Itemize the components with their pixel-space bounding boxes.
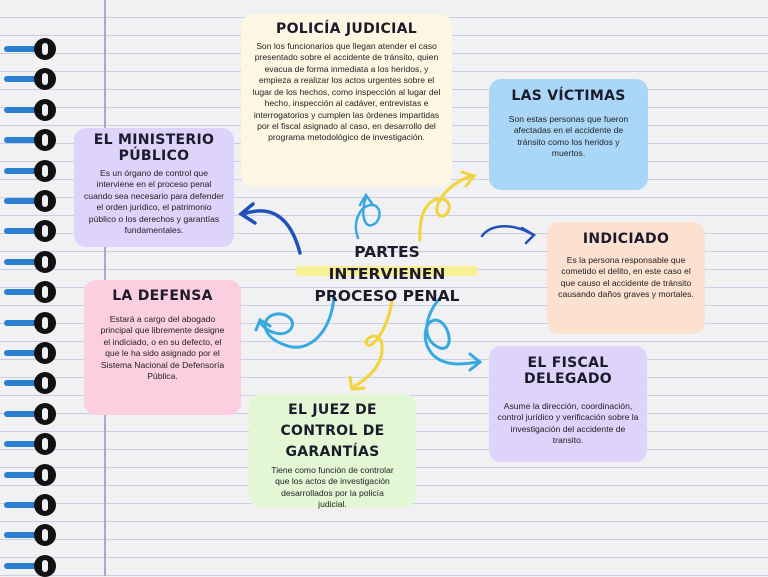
spiral-ring	[4, 159, 56, 182]
spiral-ring	[4, 281, 56, 304]
node-juez-control-garantias: EL JUEZ DE CONTROL DE GARANTÍAS Tiene co…	[249, 394, 416, 510]
node-title: LA DEFENSA	[112, 288, 213, 304]
spiral-ring	[4, 311, 56, 334]
node-title: EL FISCAL DELEGADO	[524, 355, 612, 387]
spiral-ring	[4, 129, 56, 152]
arrow-to-ministerio	[238, 202, 302, 255]
spiral-ring	[4, 250, 56, 273]
spiral-ring	[4, 463, 56, 486]
spiral-ring	[4, 433, 56, 456]
node-indiciado: INDICIADO Es la persona responsable que …	[547, 222, 705, 334]
arrow-to-fiscal	[423, 296, 483, 372]
central-topic: PARTES INTERVIENEN PROCESO PENAL	[296, 241, 478, 307]
spiral-ring	[4, 372, 56, 395]
node-text: Son estas personas que fueron afectadas …	[508, 114, 629, 159]
arrow-to-defensa	[254, 294, 336, 349]
spiral-ring	[4, 494, 56, 516]
node-fiscal-delegado: EL FISCAL DELEGADO Asume la dirección, c…	[489, 346, 647, 462]
node-title: INDICIADO	[582, 231, 670, 247]
arrow-to-juez	[348, 298, 394, 391]
spiral-ring	[4, 220, 56, 243]
spiral-ring	[4, 190, 56, 212]
node-la-defensa: LA DEFENSA Estará a cargo del abogado pr…	[84, 280, 241, 415]
arrow-to-victimas	[418, 170, 477, 242]
node-title: LAS VÍCTIMAS	[511, 88, 626, 104]
node-las-victimas: LAS VÍCTIMAS Son estas personas que fuer…	[489, 79, 648, 190]
title-highlight	[296, 266, 478, 276]
node-text: Estará a cargo del abogado principal que…	[100, 314, 225, 382]
arrow-to-policia	[354, 192, 381, 240]
node-text: Es un órgano de control que interviene e…	[84, 168, 224, 236]
node-ministerio-publico: EL MINISTERIO PÚBLICO Es un órgano de co…	[74, 128, 234, 247]
central-title-line-1: PARTES INTERVIENEN	[328, 243, 446, 283]
node-title: EL JUEZ DE CONTROL DE GARANTÍAS	[280, 402, 385, 460]
node-text: Tiene como función de controlar que los …	[271, 465, 394, 510]
arrow-to-indiciado	[480, 225, 537, 245]
central-title-line-2: PROCESO PENAL	[314, 287, 460, 305]
spiral-ring	[4, 68, 56, 91]
node-policia-judicial: POLICÍA JUDICIAL Son los funcionarios qu…	[241, 14, 452, 187]
notebook-spiral-binding	[0, 0, 60, 577]
node-text: Asume la dirección, coordinación, contro…	[497, 401, 639, 446]
spiral-ring	[4, 402, 56, 425]
node-title: POLICÍA JUDICIAL	[276, 21, 417, 37]
node-title: EL MINISTERIO PÚBLICO	[93, 132, 215, 164]
spiral-ring	[4, 342, 56, 364]
spiral-ring	[4, 554, 56, 577]
spiral-ring	[4, 524, 56, 547]
node-text: Son los funcionarios que llegan atender …	[252, 41, 441, 143]
node-text: Es la persona responsable que cometido e…	[558, 255, 694, 300]
spiral-ring	[4, 98, 56, 121]
spiral-ring	[4, 38, 56, 60]
